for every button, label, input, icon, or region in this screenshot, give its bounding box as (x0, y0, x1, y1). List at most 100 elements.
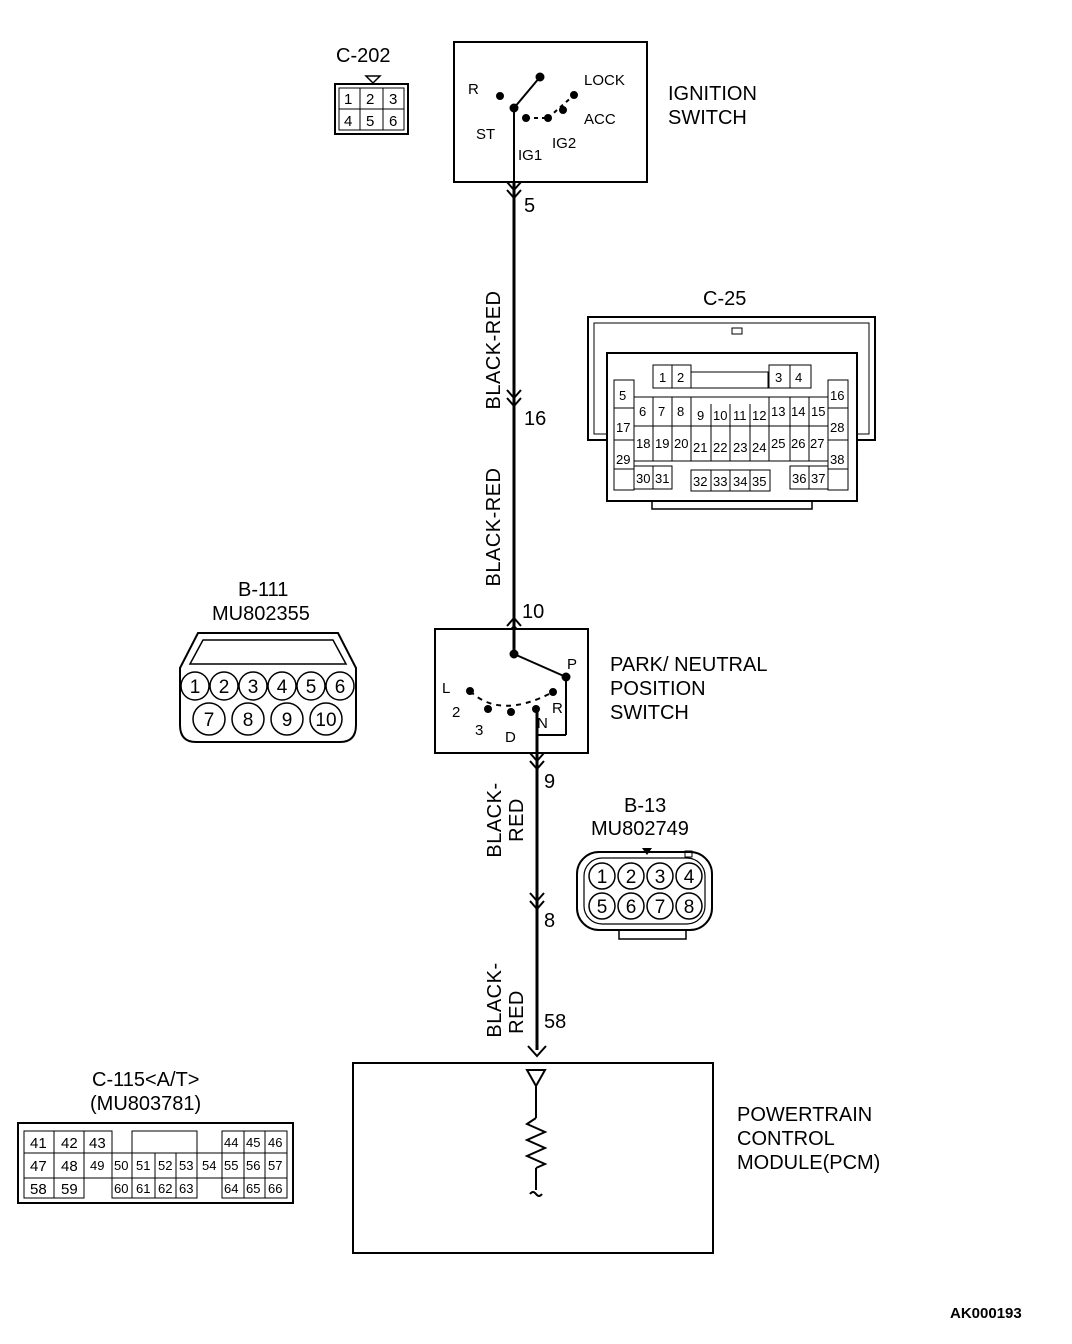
b111-pin-8: 8 (243, 710, 254, 731)
pin-5-terminal (506, 181, 522, 200)
c115-pin-46: 46 (268, 1135, 282, 1150)
b13-pin-4: 4 (684, 867, 695, 888)
c115-pin-56: 56 (246, 1158, 260, 1173)
pcm: POWERTRAIN CONTROL MODULE(PCM) (352, 1062, 880, 1254)
c25-pin-18: 18 (636, 436, 650, 451)
connector-b13-label: B-13 (624, 795, 666, 817)
pn-pos-d: D (505, 729, 516, 746)
b111-pin-5: 5 (306, 677, 317, 698)
pin-9-label: 9 (544, 771, 555, 793)
ignition-switch: R LOCK ACC ST IG1 IG2 IGNITION SWITCH (453, 41, 757, 200)
connector-c202: C-202 1 2 3 4 5 6 (334, 45, 409, 135)
pn-pos-3: 3 (475, 722, 483, 739)
ignition-pos-ig2: IG2 (552, 135, 576, 152)
b13-pin-5: 5 (597, 897, 608, 918)
c115-pin-47: 47 (30, 1158, 47, 1175)
c202-pin-1: 1 (344, 91, 352, 108)
pn-pos-n: N (537, 715, 548, 732)
ignition-pos-st: ST (476, 126, 495, 143)
c25-pin-22: 22 (713, 440, 727, 455)
c25-pin-1: 1 (659, 370, 666, 385)
b111-pin-2: 2 (219, 677, 230, 698)
c25-pin-4: 4 (795, 370, 802, 385)
c25-pin-13: 13 (771, 404, 785, 419)
b13-pin-8: 8 (684, 897, 695, 918)
pin-58-label: 58 (544, 1011, 566, 1033)
connector-c25-label: C-25 (703, 288, 746, 310)
c115-pin-49: 49 (90, 1158, 104, 1173)
pcm-name-line3: MODULE(PCM) (737, 1152, 880, 1174)
connector-c202-label: C-202 (336, 45, 390, 67)
c202-pin-3: 3 (389, 91, 397, 108)
pin-5-label: 5 (524, 195, 535, 217)
c202-pin-5: 5 (366, 113, 374, 130)
c25-pin-2: 2 (677, 370, 684, 385)
pn-pos-2: 2 (452, 704, 460, 721)
connector-c202-key (364, 75, 382, 85)
ignition-pos-acc: ACC (584, 111, 616, 128)
connector-c115-label: C-115<A/T> (92, 1069, 199, 1091)
b111-pin-9: 9 (282, 710, 293, 731)
pn-switch-name-line2: POSITION (610, 678, 706, 700)
c25-pin-7: 7 (658, 404, 665, 419)
c115-pin-51: 51 (136, 1158, 150, 1173)
pn-pos-r: R (552, 700, 563, 717)
c25-pin-30: 30 (636, 471, 650, 486)
c115-pin-43: 43 (89, 1135, 106, 1152)
connector-c115-part: (MU803781) (90, 1093, 201, 1115)
c202-pin-2: 2 (366, 91, 374, 108)
c25-pin-25: 25 (771, 436, 785, 451)
ignition-switch-name-line2: SWITCH (668, 107, 747, 129)
c25-pin-5: 5 (619, 388, 626, 403)
pin-8-label: 8 (544, 910, 555, 932)
c25-pin-8: 8 (677, 404, 684, 419)
c25-pin-14: 14 (791, 404, 805, 419)
c25-pin-24: 24 (752, 440, 766, 455)
b111-pin-10: 10 (315, 710, 336, 731)
pn-switch-name-line3: SWITCH (610, 702, 689, 724)
c115-pin-59: 59 (61, 1181, 78, 1198)
b111-pin-1: 1 (190, 677, 201, 698)
c202-pin-6: 6 (389, 113, 397, 130)
c115-pin-41: 41 (30, 1135, 47, 1152)
b13-pin-7: 7 (655, 897, 666, 918)
c25-pin-20: 20 (674, 436, 688, 451)
c25-pin-33: 33 (713, 474, 727, 489)
c115-pin-63: 63 (179, 1181, 193, 1196)
c115-pin-53: 53 (179, 1158, 193, 1173)
b111-pin-3: 3 (248, 677, 259, 698)
ignition-pos-ig1: IG1 (518, 147, 542, 164)
b13-pin-2: 2 (626, 867, 637, 888)
c25-pin-10: 10 (713, 408, 727, 423)
c115-pin-58: 58 (30, 1181, 47, 1198)
connector-b13: B-13 MU802749 1 2 3 4 5 6 7 8 (576, 795, 713, 940)
pcm-name-line1: POWERTRAIN (737, 1104, 872, 1126)
pn-switch-box (434, 628, 589, 754)
b111-pin-7: 7 (204, 710, 215, 731)
c115-pin-66: 66 (268, 1181, 282, 1196)
c25-pin-26: 26 (791, 436, 805, 451)
c115-pin-48: 48 (61, 1158, 78, 1175)
wire-3-color-line1: BLACK- (484, 782, 506, 857)
c115-pin-42: 42 (61, 1135, 78, 1152)
c25-pin-19: 19 (655, 436, 669, 451)
b13-pin-1: 1 (597, 867, 608, 888)
pn-pos-p: P (567, 656, 577, 673)
pcm-resistor (524, 1117, 548, 1169)
ignition-pos-r: R (468, 81, 479, 98)
wire-4-color-line1: BLACK- (484, 962, 506, 1037)
c115-pin-60: 60 (114, 1181, 128, 1196)
c115-pin-45: 45 (246, 1135, 260, 1150)
wire-3-color-line2: RED (506, 798, 528, 842)
c25-pin-28: 28 (830, 420, 844, 435)
b111-pin-4: 4 (277, 677, 288, 698)
pn-pos-l: L (442, 680, 450, 697)
pcm-name-line2: CONTROL (737, 1128, 835, 1150)
connector-b111-part: MU802355 (212, 603, 310, 625)
c25-pin-3: 3 (775, 370, 782, 385)
c25-pin-9: 9 (697, 408, 704, 423)
c25-pin-38: 38 (830, 452, 844, 467)
connector-c115: C-115<A/T> (MU803781) 41 42 43 44 45 4 (17, 1069, 294, 1204)
c115-pin-57: 57 (268, 1158, 282, 1173)
c25-pin-34: 34 (733, 474, 747, 489)
